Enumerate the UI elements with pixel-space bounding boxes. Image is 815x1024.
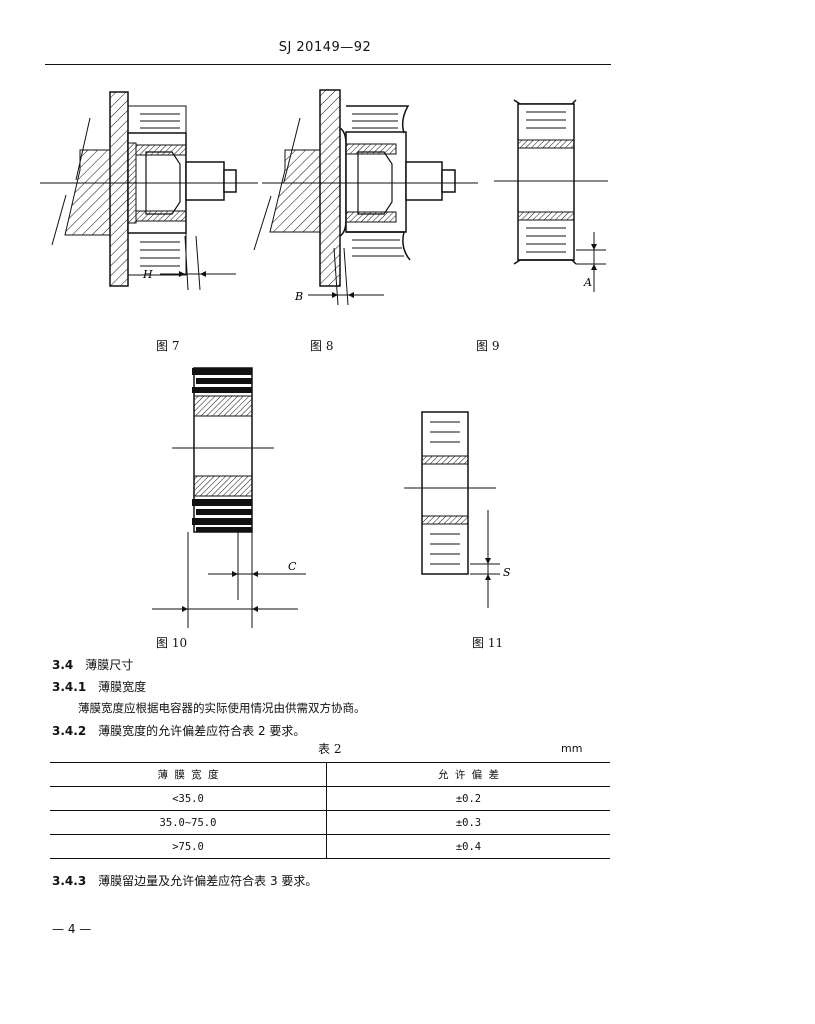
fig9-caption: 图 9 xyxy=(476,339,500,353)
section-title: 薄膜宽度 xyxy=(98,680,147,694)
cell-tolerance: ±0.4 xyxy=(455,840,482,853)
fig10-dimension-label: C xyxy=(288,560,297,573)
table-header-row: 薄 膜 宽 度 允 许 偏 差 xyxy=(50,762,610,787)
table-row: >75.0 ±0.4 xyxy=(50,834,610,859)
section-3-4: 3.4 薄膜尺寸 xyxy=(52,656,133,673)
section-title: 薄膜宽度的允许偏差应符合表 2 要求。 xyxy=(98,724,306,738)
section-title: 薄膜尺寸 xyxy=(85,658,134,672)
cell-tolerance: ±0.2 xyxy=(455,792,482,805)
fig9-shapes xyxy=(494,99,608,292)
section-3-4-1: 3.4.1 薄膜宽度 xyxy=(52,678,146,695)
cell-width: >75.0 xyxy=(50,834,327,859)
cell-width: 35.0~75.0 xyxy=(50,810,327,835)
section-3-4-3: 3.4.3 薄膜留边量及允许偏差应符合表 3 要求。 xyxy=(52,872,317,889)
fig11-caption: 图 11 xyxy=(472,636,504,650)
fig9-dimension-label: A xyxy=(583,276,592,289)
fig7-shapes xyxy=(40,91,258,291)
table-row: 35.0~75.0 ±0.3 xyxy=(50,810,610,835)
fig7-dimension-label: H xyxy=(142,268,153,281)
fig10-caption: 图 10 xyxy=(156,636,188,650)
fig8-dimension-label: B xyxy=(294,290,303,303)
table-row: <35.0 ±0.2 xyxy=(50,786,610,811)
fig10-shapes xyxy=(152,367,306,628)
cell-tolerance: ±0.3 xyxy=(455,816,482,829)
table-2: 薄 膜 宽 度 允 许 偏 差 <35.0 ±0.2 35.0~75.0 ±0.… xyxy=(50,762,610,859)
cell-width: <35.0 xyxy=(50,786,327,811)
fig7-caption: 图 7 xyxy=(156,339,180,353)
table-2-unit: mm xyxy=(561,742,583,755)
section-number: 3.4.1 xyxy=(52,680,87,694)
fig11-dimension-label: S xyxy=(503,566,511,579)
section-number: 3.4 xyxy=(52,658,74,672)
section-title: 薄膜留边量及允许偏差应符合表 3 要求。 xyxy=(98,874,318,888)
fig8-shapes xyxy=(253,89,478,306)
section-3-4-1-text: 薄膜宽度应根据电容器的实际使用情况由供需双方协商。 xyxy=(78,701,366,715)
col-header-film-width: 薄 膜 宽 度 xyxy=(50,762,327,787)
fig11-shapes xyxy=(404,411,500,608)
table-2-title: 表 2 xyxy=(318,742,342,756)
section-3-4-2: 3.4.2 薄膜宽度的允许偏差应符合表 2 要求。 xyxy=(52,722,305,739)
page-number: — 4 — xyxy=(52,922,92,936)
standard-number: SJ 20149—92 xyxy=(278,40,372,55)
section-number: 3.4.3 xyxy=(52,874,87,888)
header-rule xyxy=(45,64,611,65)
section-number: 3.4.2 xyxy=(52,724,87,738)
col-header-tolerance: 允 许 偏 差 xyxy=(438,769,499,781)
fig8-caption: 图 8 xyxy=(310,339,334,353)
